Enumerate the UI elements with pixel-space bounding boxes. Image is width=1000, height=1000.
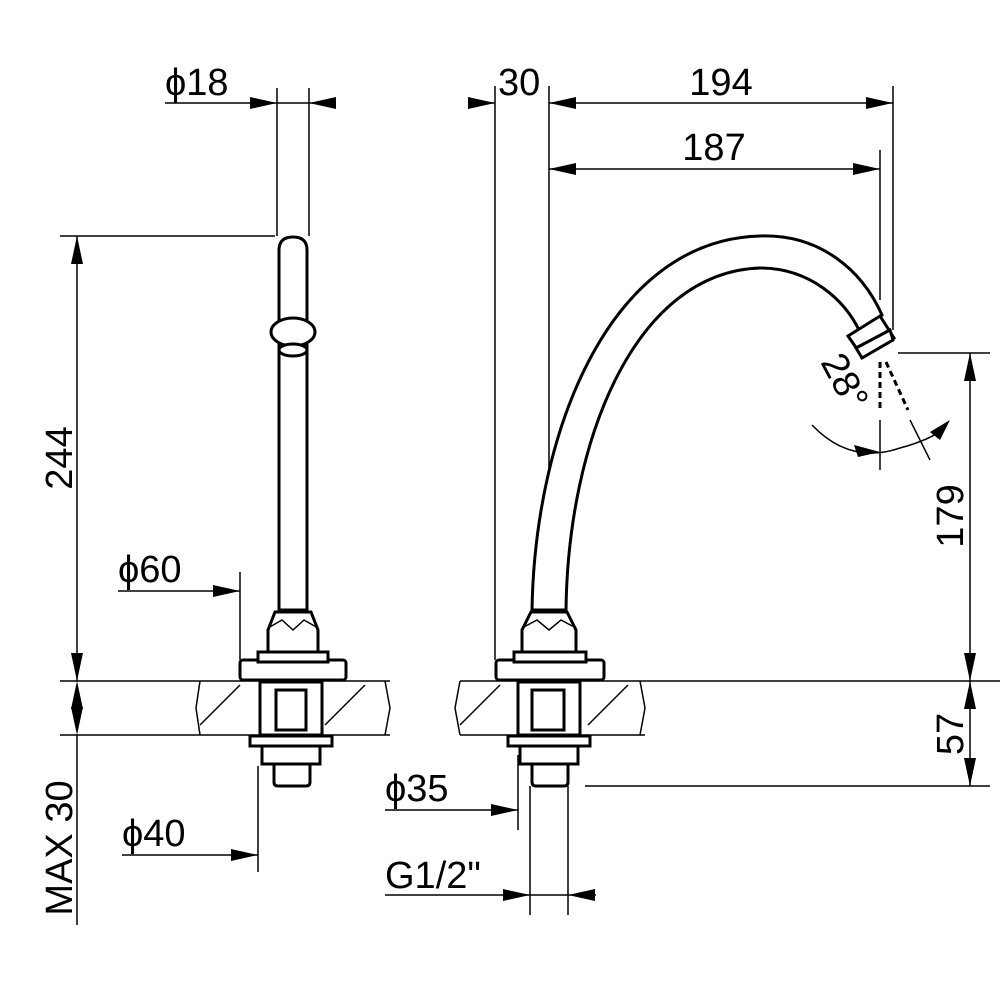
spout-reach-label: 194 <box>689 62 752 104</box>
dim-spout-reach: 194 <box>549 62 894 330</box>
flange-diameter-label: ϕ60 <box>118 549 182 591</box>
dim-offset-width: 30 <box>468 62 576 660</box>
dim-max-thickness: MAX 30 <box>39 681 83 925</box>
pipe-left <box>277 235 309 612</box>
dim-outlet-reach: 187 <box>549 127 881 300</box>
collar-left <box>266 610 320 654</box>
total-height-label: 244 <box>39 426 81 489</box>
dim-total-height: 244 <box>39 235 275 681</box>
shank-diameter-label: ϕ35 <box>385 768 449 810</box>
spout-curve <box>530 234 884 612</box>
dim-base-height: 57 <box>585 681 990 787</box>
outlet-reach-label: 187 <box>682 127 745 169</box>
dim-nut-diameter: ϕ40 <box>122 766 259 872</box>
collar-right <box>520 610 578 654</box>
base-height-label: 57 <box>930 713 972 755</box>
dim-pipe-diameter: ϕ18 <box>165 62 336 236</box>
dim-spout-height: 179 <box>898 352 990 681</box>
right-faucet-view <box>454 234 1000 788</box>
countertop-section-left <box>60 680 391 736</box>
dim-shank-diameter: ϕ35 <box>385 755 519 830</box>
max-thickness-label: MAX 30 <box>39 780 81 915</box>
spout-height-label: 179 <box>930 484 972 547</box>
pipe-ring-left <box>269 316 317 348</box>
thread-size-label: G1/2" <box>385 855 481 897</box>
offset-width-label: 30 <box>498 62 540 104</box>
left-faucet-view <box>60 235 391 788</box>
nut-diameter-label: ϕ40 <box>122 813 186 855</box>
dim-thread-size: G1/2" <box>385 786 596 915</box>
dim-flange-diameter: ϕ60 <box>118 549 241 660</box>
pipe-diameter-label: ϕ18 <box>165 62 229 104</box>
